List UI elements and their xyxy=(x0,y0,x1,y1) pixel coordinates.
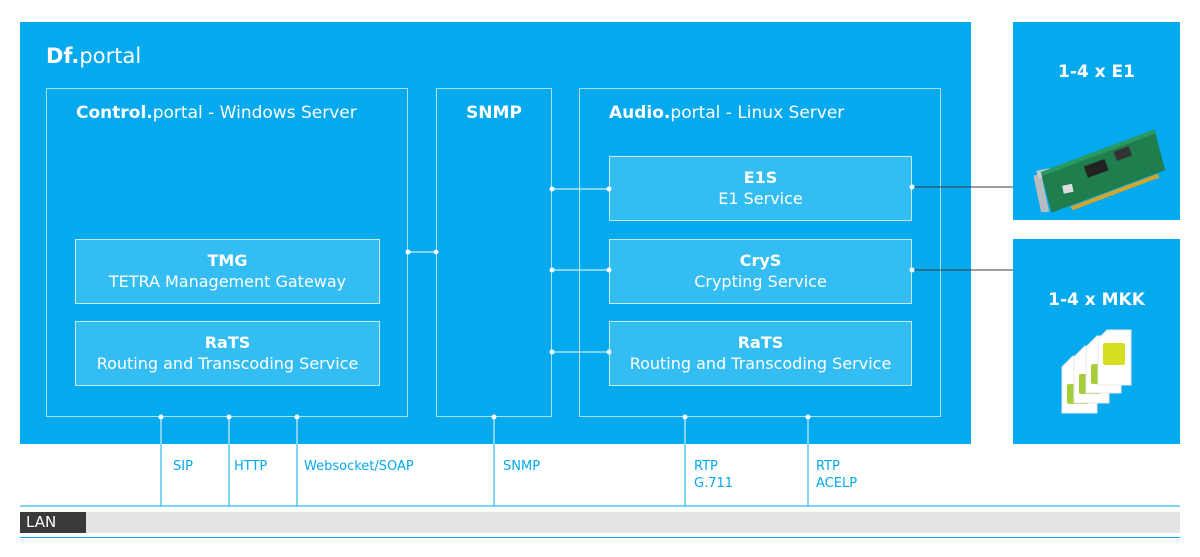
rats-control-description: Routing and Transcoding Service xyxy=(96,354,359,373)
rats-audio-name: RaTS xyxy=(737,333,784,352)
sip-label: SIP xyxy=(173,459,193,474)
lan-label: LAN xyxy=(20,512,86,533)
rtp-g711-label: RTP G.711 xyxy=(694,459,734,491)
rats-audio-service-box: RaTS Routing and Transcoding Service xyxy=(609,321,912,386)
e1-hardware-title: 1-4 x E1 xyxy=(1058,62,1135,82)
e1-hardware-box: 1-4 x E1 xyxy=(1013,22,1180,220)
lan-bottom-line xyxy=(20,537,1180,538)
audio-portal-panel xyxy=(579,88,941,417)
rats-audio-description: Routing and Transcoding Service xyxy=(629,354,892,373)
lan-bar xyxy=(20,512,1180,533)
mkk-hardware-box: 1-4 x MKK xyxy=(1013,239,1180,444)
crys-service-box: CryS Crypting Service xyxy=(609,239,912,304)
crys-description: Crypting Service xyxy=(694,272,827,291)
tmg-service-box: TMG TETRA Management Gateway xyxy=(75,239,380,304)
e1s-description: E1 Service xyxy=(718,189,803,208)
crys-name: CryS xyxy=(739,251,782,270)
e1s-service-box: E1S E1 Service xyxy=(609,156,912,221)
sim-card-stack-icon xyxy=(1061,329,1132,414)
snmp-protocol-label: SNMP xyxy=(503,459,541,474)
tmg-name: TMG xyxy=(207,251,248,270)
snmp-title: SNMP xyxy=(466,103,522,123)
e1s-name: E1S xyxy=(743,168,778,187)
rats-control-name: RaTS xyxy=(204,333,251,352)
audio-portal-title: Audio.portal - Linux Server xyxy=(609,103,845,123)
control-portal-title: Control.portal - Windows Server xyxy=(76,103,357,123)
websocket-soap-label: Websocket/SOAP xyxy=(304,459,414,474)
rtp-acelp-label: RTP ACELP xyxy=(816,459,858,491)
http-label: HTTP xyxy=(234,459,268,474)
mkk-hardware-title: 1-4 x MKK xyxy=(1048,290,1145,310)
tmg-description: TETRA Management Gateway xyxy=(108,272,347,291)
pci-card-icon xyxy=(1033,129,1166,212)
rats-control-service-box: RaTS Routing and Transcoding Service xyxy=(75,321,380,386)
df-portal-title: Df.portal xyxy=(46,44,142,68)
